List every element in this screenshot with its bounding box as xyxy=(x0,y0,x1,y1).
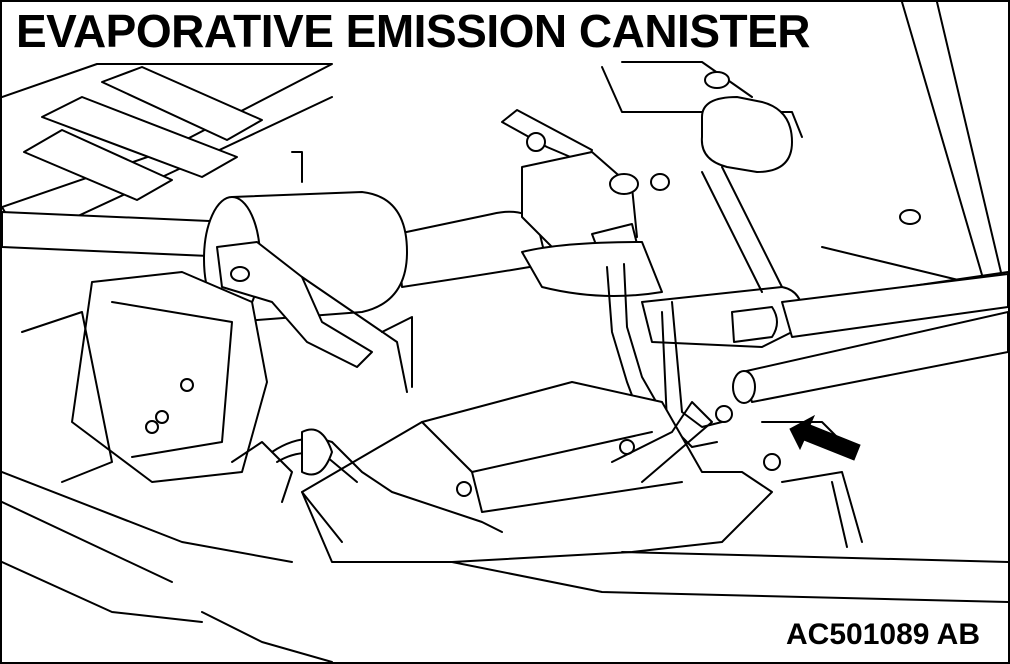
diagram-title: EVAPORATIVE EMISSION CANISTER xyxy=(16,5,811,57)
location-arrow xyxy=(789,414,861,461)
purge-solenoid-valve-drawing xyxy=(501,109,670,297)
figure-code: AC501089 AB xyxy=(786,618,980,651)
mounting-bracket-drawing xyxy=(2,271,293,623)
horizontal-pipe-drawing xyxy=(2,210,548,288)
vapor-hose-drawing xyxy=(606,166,1008,448)
floor-panel-drawing xyxy=(2,63,333,243)
evaporative-canister-drawing xyxy=(201,381,1008,662)
